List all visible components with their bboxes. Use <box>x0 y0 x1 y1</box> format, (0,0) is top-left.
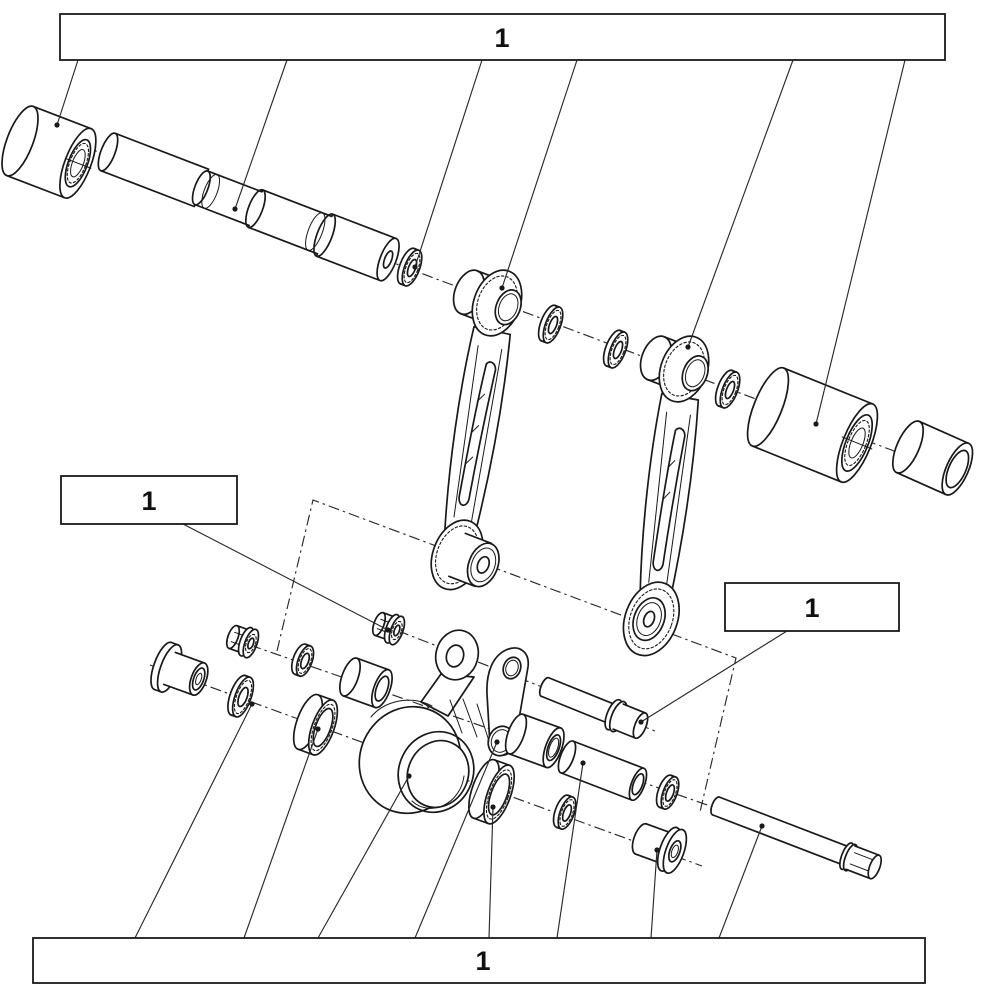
pivot-collar-right <box>746 366 879 484</box>
hex-flange-bolt <box>710 796 883 880</box>
washer-lower-left <box>227 674 255 718</box>
rod-upper-boss <box>452 269 523 337</box>
callout-left[interactable]: 1 <box>60 475 238 525</box>
callout-left-label: 1 <box>141 486 156 516</box>
bushing-ring-right <box>468 758 516 825</box>
serrated-washer-b <box>537 304 564 344</box>
sleeve-spacer <box>557 740 648 802</box>
washer-mid-left <box>290 643 315 678</box>
flange-nut-upper <box>371 611 406 646</box>
connecting-rod-front <box>430 269 523 591</box>
rocker-arm <box>358 699 475 815</box>
rod-upper-boss <box>639 335 710 403</box>
spacer-tube <box>504 713 565 769</box>
washer-mid-right <box>655 774 680 811</box>
rod-lower-boss <box>430 519 500 591</box>
connecting-rod-rear <box>622 335 710 657</box>
callout-top-box[interactable] <box>59 13 946 61</box>
leader-lines <box>54 59 906 939</box>
axis-socket-bolt <box>377 622 656 732</box>
callout-top[interactable]: 1 <box>59 13 946 61</box>
callout-right-box[interactable] <box>724 582 900 632</box>
stepped-pivot-shaft <box>97 132 400 282</box>
pivot-collar-left <box>1 105 97 199</box>
callout-right-label: 1 <box>804 593 819 623</box>
flanged-bushing-left <box>150 641 209 697</box>
axis-bottom-lower <box>149 664 703 867</box>
rod-lower-boss <box>622 581 680 657</box>
bushing-ring-left <box>292 693 339 756</box>
axis-explode-link <box>276 499 737 813</box>
callout-right[interactable]: 1 <box>724 582 900 632</box>
washer-lower-mid <box>552 794 577 831</box>
callout-bottom-box[interactable] <box>32 937 926 984</box>
callout-bottom[interactable]: 1 <box>32 937 926 984</box>
rocker-clevis-ear <box>420 629 490 742</box>
serrated-washer-d <box>714 369 741 409</box>
flanged-bushing-right <box>631 822 688 874</box>
spacer-bushing-right <box>891 420 974 496</box>
flange-nut-upper-left <box>225 624 260 659</box>
callout-left-box[interactable] <box>60 475 238 525</box>
spacer-collar-small <box>338 657 393 709</box>
callout-bottom-label: 1 <box>475 946 490 976</box>
socket-head-bolt <box>538 676 649 740</box>
callout-top-label: 1 <box>494 23 509 53</box>
serrated-washer-c <box>602 329 629 369</box>
